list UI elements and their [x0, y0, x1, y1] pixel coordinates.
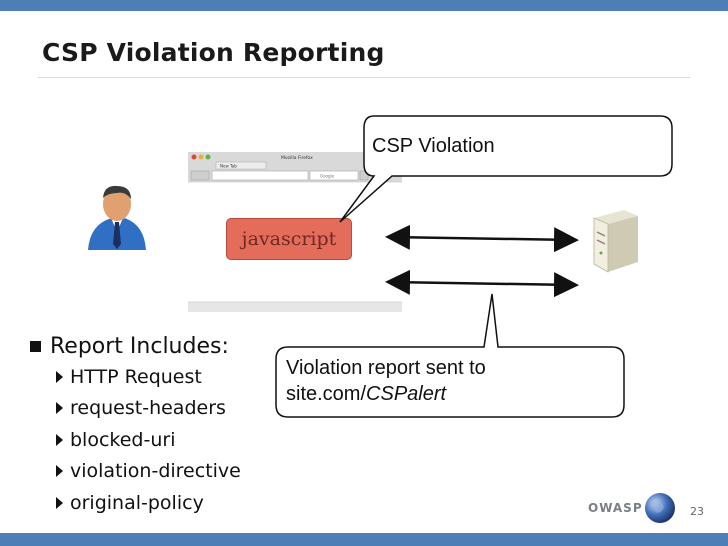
report-url-path: CSPalert — [366, 383, 447, 405]
report-url-prefix: site.com/ — [286, 383, 367, 405]
list-item: blocked-uri — [56, 424, 241, 456]
back-button — [190, 170, 210, 181]
report-arrow — [385, 269, 579, 298]
address-bar — [211, 170, 309, 181]
slide-title: CSP Violation Reporting — [42, 38, 385, 67]
list-item: request-headers — [56, 393, 241, 425]
globe-logo-icon — [645, 493, 675, 523]
toolbar-button — [359, 170, 369, 181]
triangle-bullet-icon — [56, 433, 63, 446]
list-item: original-policy — [56, 487, 241, 519]
page-number: 23 — [690, 505, 704, 518]
square-bullet-icon — [30, 340, 41, 352]
bullet-heading: Report Includes: — [30, 331, 241, 361]
csp-violation-label: CSP Violation — [372, 135, 495, 157]
triangle-bullet-icon — [56, 370, 63, 383]
footer-org-name: OWASP — [588, 501, 643, 515]
violation-report-label: Violation report sent to site.com/CSPale… — [286, 355, 486, 407]
browser-tab-label: New Tab — [220, 164, 237, 169]
report-line-1: Violation report sent to — [286, 357, 486, 379]
triangle-bullet-icon — [56, 465, 63, 478]
user-icon — [88, 185, 146, 250]
browser-tab — [215, 161, 267, 170]
browser-window-title: Mozilla Firefox — [281, 155, 313, 161]
search-bar-text: Google — [320, 174, 335, 179]
report-line-2: site.com/CSPalert — [286, 381, 486, 407]
list-item: violation-directive — [56, 456, 241, 488]
bullet-list: Report Includes: HTTP Request request-he… — [30, 331, 241, 519]
triangle-bullet-icon — [56, 402, 63, 415]
request-arrow — [385, 224, 579, 253]
list-item: HTTP Request — [56, 361, 241, 393]
window-minimize-icon — [198, 154, 204, 160]
server-icon — [593, 210, 638, 273]
bottom-accent-bar — [0, 533, 728, 546]
triangle-bullet-icon — [56, 496, 63, 509]
title-divider — [38, 77, 690, 78]
window-close-icon — [191, 154, 197, 160]
top-accent-bar — [0, 0, 728, 11]
javascript-box: javascript — [226, 218, 352, 260]
window-zoom-icon — [205, 154, 211, 160]
